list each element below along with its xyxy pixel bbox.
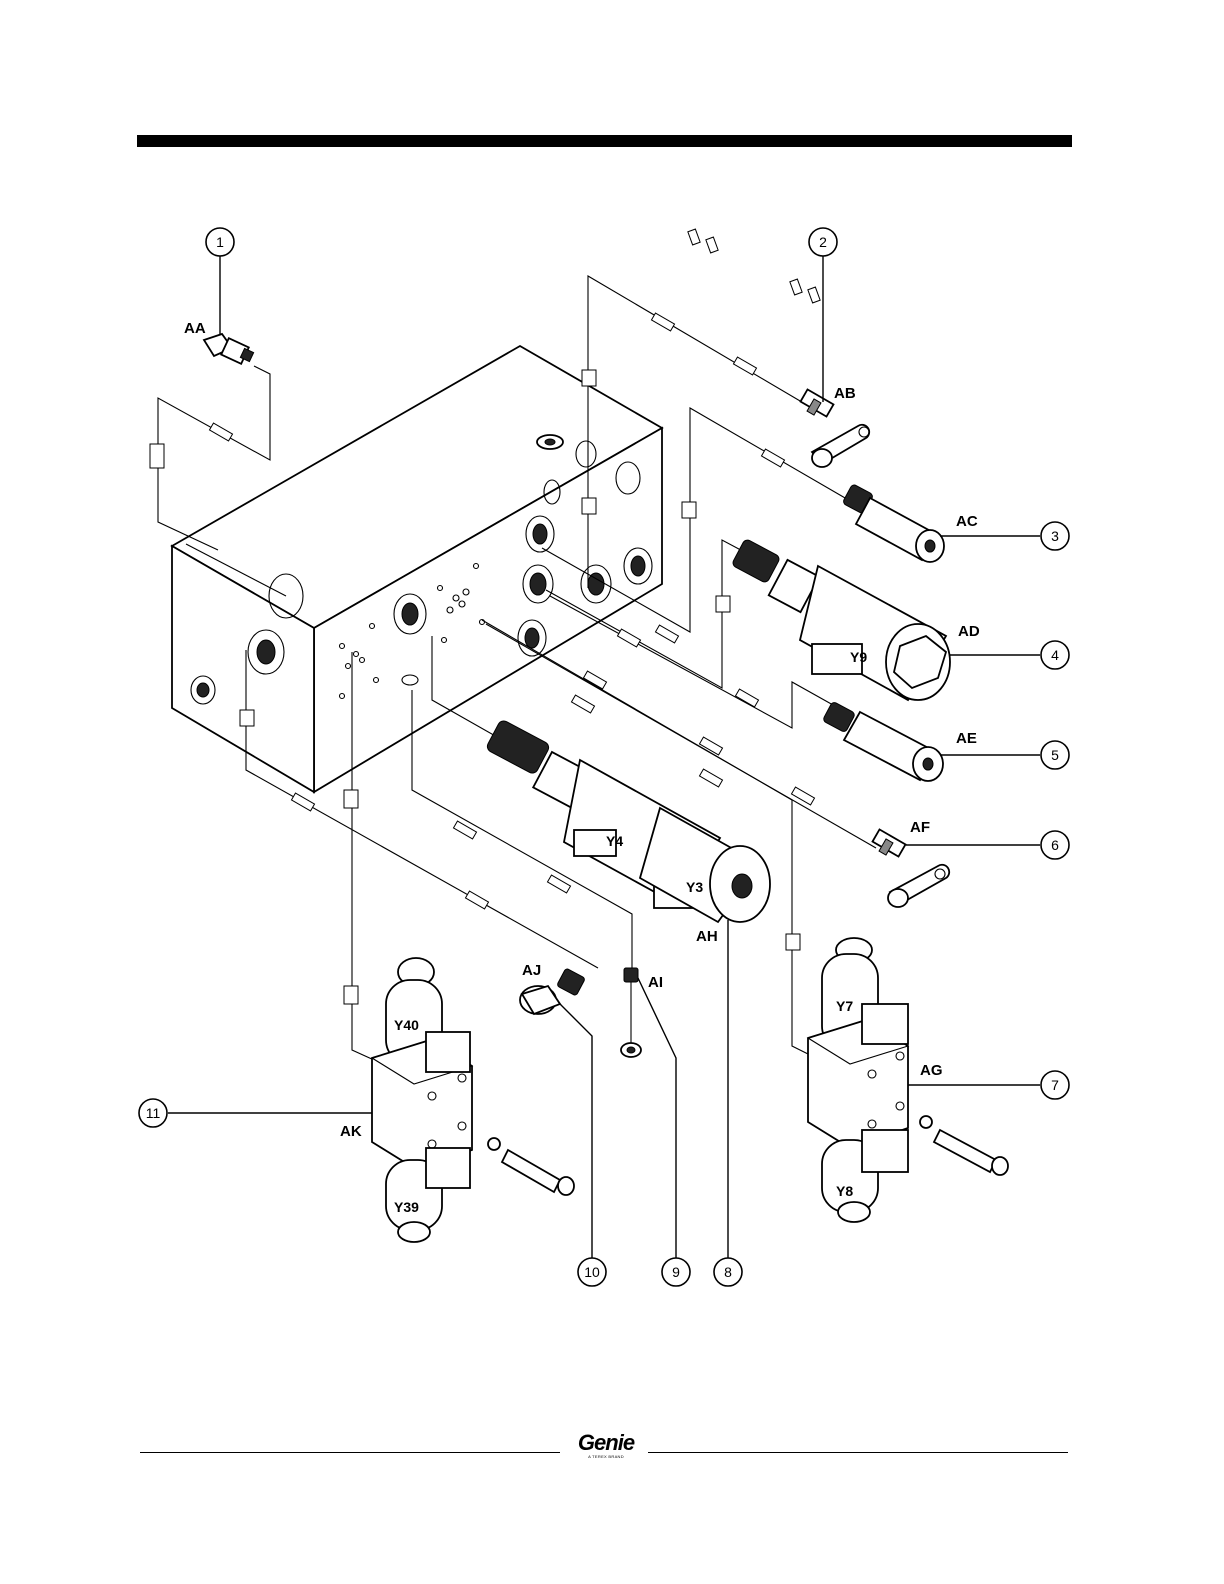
svg-text:10: 10	[584, 1264, 600, 1280]
component-ah-solenoid-valve	[485, 719, 770, 922]
footer-rule-left	[140, 1452, 560, 1453]
callout-2: 2	[809, 228, 837, 256]
callout-10: 10	[578, 1258, 606, 1286]
label-ai: AI	[648, 974, 663, 991]
callout-3: 3	[1041, 522, 1069, 550]
svg-text:9: 9	[672, 1264, 680, 1280]
svg-text:11: 11	[146, 1105, 161, 1121]
label-y39: Y39	[394, 1199, 419, 1215]
component-ae-cartridge	[822, 701, 943, 781]
svg-text:3: 3	[1051, 528, 1059, 544]
label-af: AF	[910, 819, 930, 836]
svg-text:2: 2	[819, 234, 827, 250]
callout-9: 9	[662, 1258, 690, 1286]
svg-text:6: 6	[1051, 837, 1059, 853]
logo-wordmark: Genie	[566, 1432, 646, 1454]
component-af-fitting	[873, 829, 950, 907]
label-ab: AB	[834, 385, 856, 402]
label-y3: Y3	[686, 879, 703, 895]
component-aa-plug	[204, 334, 254, 364]
svg-text:8: 8	[724, 1264, 732, 1280]
callout-1: 1	[206, 228, 234, 256]
label-y40: Y40	[394, 1017, 419, 1033]
svg-text:1: 1	[216, 234, 224, 250]
label-y8: Y8	[836, 1183, 853, 1199]
callout-4: 4	[1041, 641, 1069, 669]
label-aj: AJ	[522, 962, 541, 979]
component-ai-plug	[621, 968, 641, 1057]
callout-6: 6	[1041, 831, 1069, 859]
label-ac: AC	[956, 513, 978, 530]
callout-8: 8	[714, 1258, 742, 1286]
callout-11: 11	[139, 1099, 167, 1127]
callout-5: 5	[1041, 741, 1069, 769]
callout-7: 7	[1041, 1071, 1069, 1099]
label-y7: Y7	[836, 998, 853, 1014]
footer-rule-right	[648, 1452, 1068, 1453]
svg-text:5: 5	[1051, 747, 1059, 763]
label-aa: AA	[184, 320, 206, 337]
label-y4: Y4	[606, 833, 623, 849]
label-ae: AE	[956, 730, 977, 747]
label-ag: AG	[920, 1062, 943, 1079]
genie-logo: Genie A TEREX BRAND	[566, 1432, 646, 1459]
svg-text:7: 7	[1051, 1077, 1059, 1093]
component-ac-cartridge	[842, 484, 944, 562]
label-y9: Y9	[850, 649, 867, 665]
component-ad-solenoid-valve	[731, 538, 950, 700]
component-ag-directional-valve	[808, 938, 1008, 1222]
label-ak: AK	[340, 1123, 362, 1140]
svg-text:4: 4	[1051, 647, 1059, 663]
label-ad: AD	[958, 623, 980, 640]
label-ah: AH	[696, 928, 718, 945]
